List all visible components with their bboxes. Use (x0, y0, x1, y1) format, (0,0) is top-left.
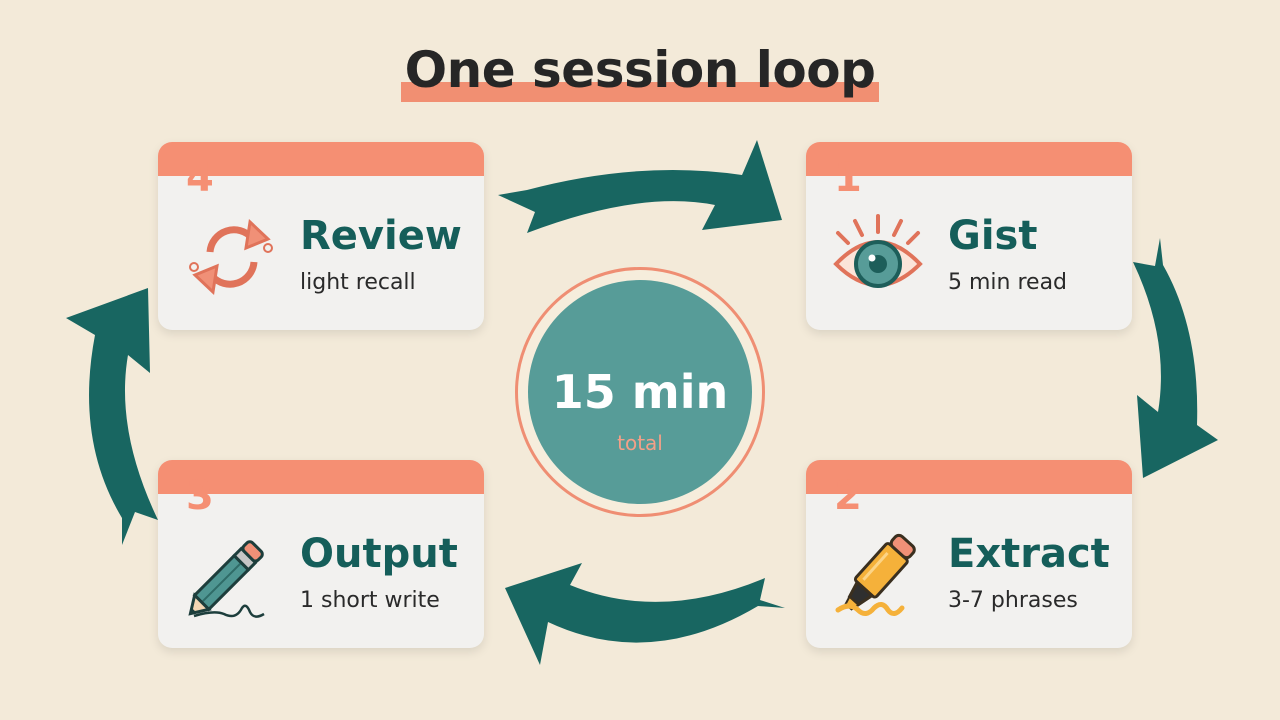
total-time-badge: 15 min total (515, 267, 765, 517)
title-text: One session loop (404, 41, 876, 99)
arrow-extract-to-output (505, 563, 785, 665)
step-title: Extract (948, 531, 1110, 577)
step-number: 2 (834, 473, 862, 519)
card-header-band (158, 142, 484, 176)
title-highlight (400, 82, 880, 102)
total-time-label: total (617, 431, 663, 455)
step-subtitle: 5 min read (948, 270, 1068, 295)
step-card-extract: 2 Extract 3-7 phrases (806, 460, 1132, 648)
refresh-cycle-icon (180, 206, 280, 306)
arrow-gist-to-extract (1133, 238, 1218, 478)
total-time-value: 15 min (551, 365, 729, 419)
step-card-review: 4 Review light recall (158, 142, 484, 330)
step-title: Gist (948, 213, 1038, 259)
card-header-band (158, 460, 484, 494)
step-card-gist: 1 Gist 5 min read (806, 142, 1132, 330)
step-title: Review (300, 213, 462, 259)
step-number: 1 (834, 155, 862, 201)
card-header-band (806, 142, 1132, 176)
arrow-output-to-review (66, 288, 158, 545)
total-time-circle: 15 min total (528, 280, 752, 504)
step-subtitle: 1 short write (300, 588, 440, 613)
step-card-output: 3 Output 1 short write (158, 460, 484, 648)
card-header-band (806, 460, 1132, 494)
step-title: Output (300, 531, 458, 577)
title-area: One session loop (0, 38, 1280, 102)
step-subtitle: 3-7 phrases (948, 588, 1078, 613)
eye-icon (828, 206, 928, 306)
diagram-title: One session loop (400, 38, 880, 102)
step-number: 3 (186, 473, 214, 519)
arrow-review-to-gist (498, 140, 782, 233)
step-subtitle: light recall (300, 270, 416, 295)
highlighter-icon (828, 524, 928, 624)
pencil-icon (180, 524, 280, 624)
step-number: 4 (186, 155, 214, 201)
